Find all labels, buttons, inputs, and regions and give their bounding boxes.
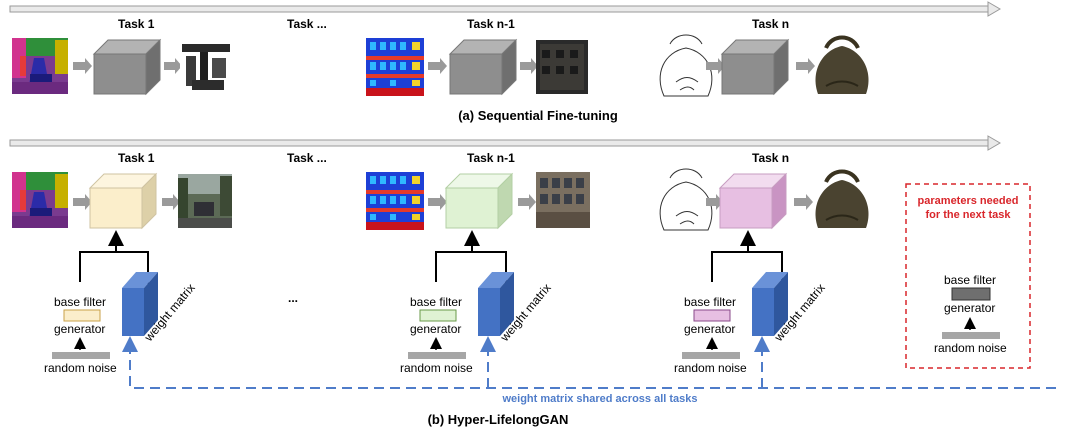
next-base-filter <box>951 287 991 301</box>
base-filter-label-b1: base filter <box>54 295 106 309</box>
bag-sketch-image <box>659 34 713 97</box>
segmentation-map-image <box>12 38 68 94</box>
arrow-b3-in <box>706 194 723 210</box>
street-photo-output-image <box>178 174 232 228</box>
ellipsis-b: ... <box>288 291 298 305</box>
arrow-a1-out <box>164 58 182 74</box>
bag-sketch-image-b <box>659 168 713 231</box>
task-header-b-n: Task n <box>752 151 789 165</box>
generator-cube-b1 <box>88 172 158 230</box>
timeline-arrow-a <box>9 1 1001 17</box>
random-noise-label-b1: random noise <box>44 361 117 375</box>
segmentation-map-image-b <box>12 172 68 228</box>
facade-photo-output-image <box>536 172 590 228</box>
random-noise-label-b2: random noise <box>400 361 473 375</box>
facade-label-image <box>366 38 424 96</box>
shared-label: weight matrix shared across all tasks <box>501 393 697 405</box>
weight-matrix-b2 <box>478 272 514 336</box>
task-header-a-n: Task n <box>752 17 789 31</box>
task-header-b-ellipsis: Task ... <box>287 151 327 165</box>
task-header-b-1: Task 1 <box>118 151 155 165</box>
timeline-arrow-b <box>9 135 1001 151</box>
arrow-a2-in <box>428 58 447 74</box>
degraded-output-image <box>180 40 232 92</box>
bag-photo-image-b <box>815 169 869 228</box>
generator-cube-a3 <box>720 38 790 96</box>
base-filter-b2 <box>419 309 457 322</box>
generator-label-b1: generator <box>54 322 105 336</box>
caption-b: (b) Hyper-LifelongGAN <box>428 412 569 427</box>
weight-matrix-b1 <box>122 272 158 336</box>
arrow-a1-in <box>73 58 92 74</box>
base-filter-label-b2: base filter <box>410 295 462 309</box>
generator-cube-a2 <box>448 38 518 96</box>
arrow-b1-out <box>162 194 180 210</box>
dark-facade-output-image <box>536 40 588 94</box>
task-header-a-n-1: Task n-1 <box>467 17 515 31</box>
generator-cube-a1 <box>92 38 162 96</box>
caption-a: (a) Sequential Fine-tuning <box>458 108 618 123</box>
next-generator-label: generator <box>944 301 995 315</box>
connector-b1 <box>79 251 149 284</box>
arrow-a3-in <box>706 58 725 74</box>
arrow-b2-in <box>428 194 447 210</box>
next-task-title-1: parameters needed <box>918 195 1019 207</box>
random-noise-label-b3: random noise <box>674 361 747 375</box>
noise-bar-b3 <box>682 352 740 359</box>
base-filter-b1 <box>63 309 101 322</box>
next-base-filter-label: base filter <box>944 273 996 287</box>
task-header-a-1: Task 1 <box>118 17 155 31</box>
task-header-a-ellipsis: Task ... <box>287 17 327 31</box>
arrow-b3-out <box>794 194 813 210</box>
next-task-title-2: for the next task <box>926 209 1012 221</box>
next-noise-bar <box>942 332 1000 339</box>
weight-matrix-b3 <box>752 272 788 336</box>
bag-photo-image <box>815 35 869 94</box>
arrow-a2-out <box>520 58 538 74</box>
arrow-b2-out <box>518 194 536 210</box>
noise-bar-b1 <box>52 352 110 359</box>
base-filter-b3 <box>693 309 731 322</box>
generator-cube-b3 <box>718 172 788 230</box>
next-random-noise-label: random noise <box>934 341 1007 355</box>
generator-label-b3: generator <box>684 322 735 336</box>
arrow-b1-in <box>73 194 92 210</box>
facade-label-image-b <box>366 172 424 230</box>
next-task-box <box>905 183 1031 369</box>
task-header-b-n-1: Task n-1 <box>467 151 515 165</box>
generator-cube-b2 <box>444 172 514 230</box>
noise-bar-b2 <box>408 352 466 359</box>
shared-weight-line <box>129 344 1060 389</box>
base-filter-label-b3: base filter <box>684 295 736 309</box>
arrow-a3-out <box>796 58 815 74</box>
generator-label-b2: generator <box>410 322 461 336</box>
